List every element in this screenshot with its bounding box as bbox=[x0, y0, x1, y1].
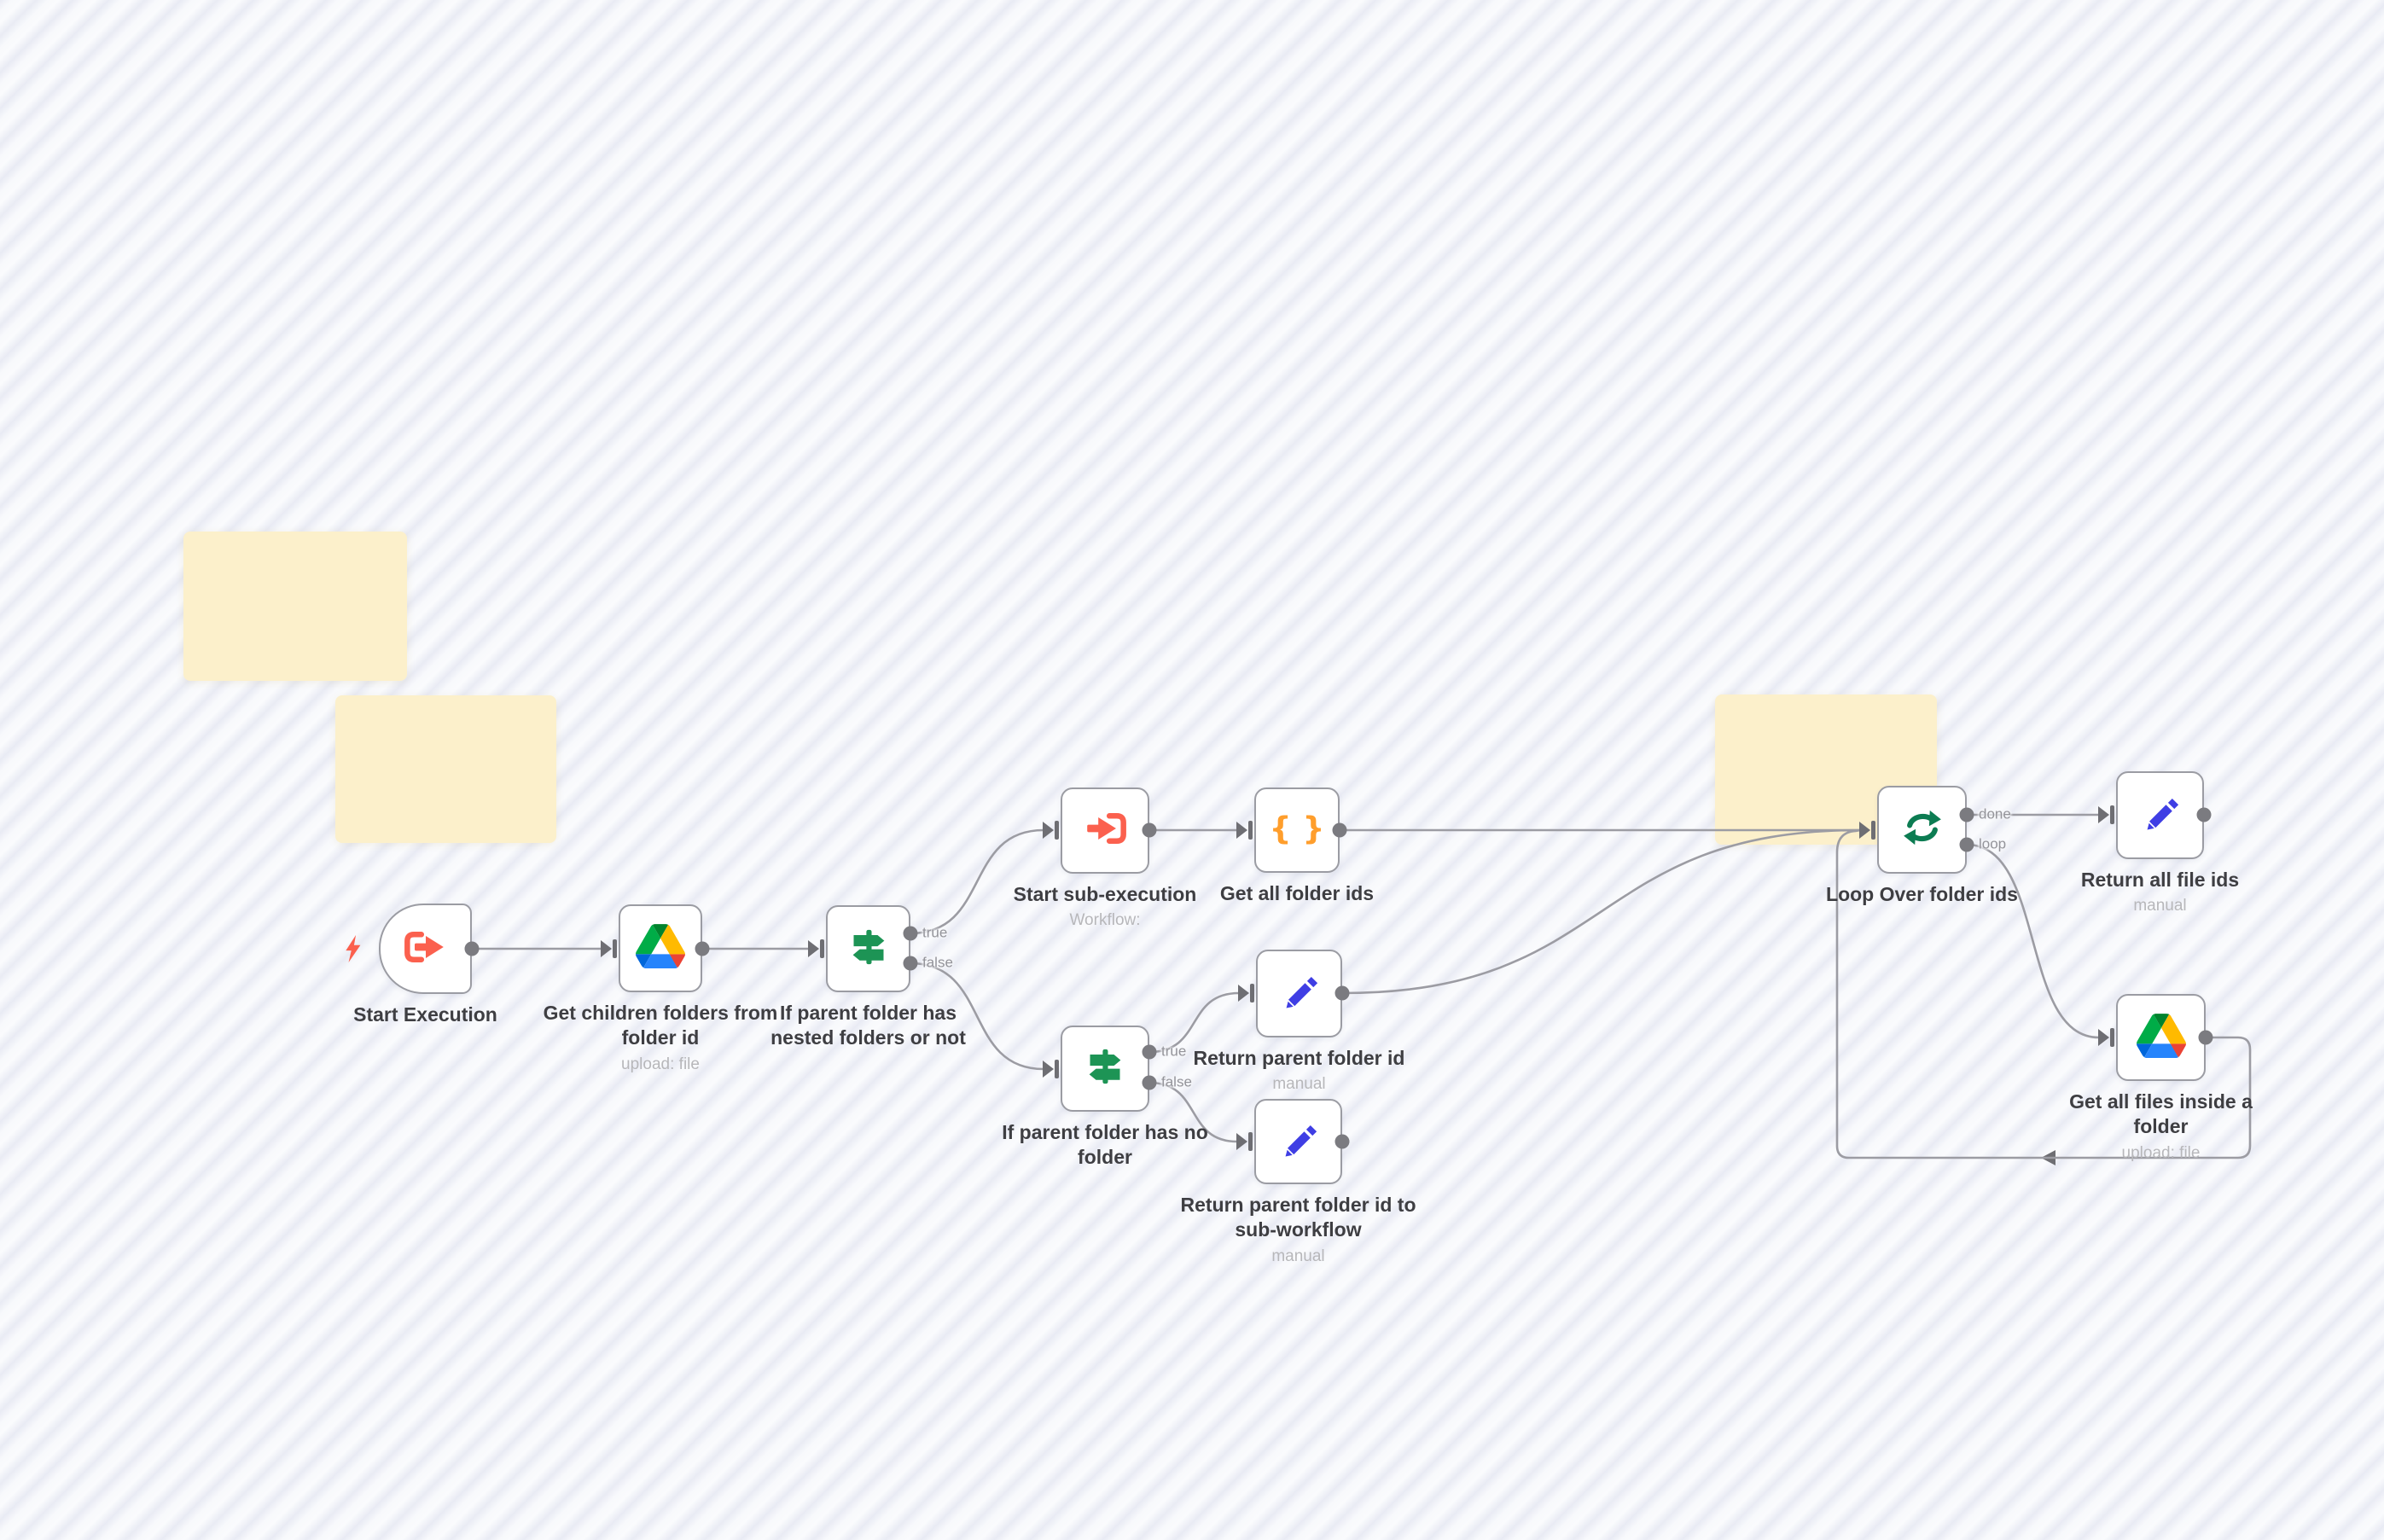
return-parent-folder-id-to-sub-workflow-input-bar[interactable] bbox=[1248, 1132, 1253, 1151]
signpost-icon bbox=[1081, 1043, 1129, 1095]
return-parent-folder-id-to-sub-workflow-output-port-0[interactable] bbox=[1334, 1134, 1350, 1149]
start-sub-execution-input-bar[interactable] bbox=[1055, 821, 1059, 840]
get-all-files-inside-a-folder-input-arrow[interactable] bbox=[2098, 1029, 2109, 1046]
get-all-folder-ids-output-port-0[interactable] bbox=[1332, 822, 1347, 838]
return-all-file-ids-output-port-0[interactable] bbox=[2196, 807, 2212, 822]
loop-over-folder-ids-output-label-loop: loop bbox=[1979, 835, 2007, 852]
if-parent-folder-has-nested-folders-or-not-input-arrow[interactable] bbox=[808, 940, 819, 957]
execute-trigger-icon bbox=[404, 930, 448, 968]
start-execution-output-port-0[interactable] bbox=[464, 941, 480, 956]
get-all-files-inside-a-folder-output-port-0[interactable] bbox=[2198, 1030, 2213, 1045]
start-sub-execution-output-port-0[interactable] bbox=[1142, 822, 1157, 838]
return-parent-folder-id-output-port-0[interactable] bbox=[1334, 985, 1350, 1001]
start-sub-execution[interactable] bbox=[1061, 787, 1149, 874]
if-parent-folder-has-nested-folders-or-not-input-bar[interactable] bbox=[820, 939, 824, 958]
google-drive-icon bbox=[636, 924, 685, 973]
signpost-icon bbox=[845, 923, 893, 975]
start-execution[interactable] bbox=[379, 904, 472, 994]
return-parent-folder-id-input-bar[interactable] bbox=[1250, 984, 1254, 1002]
get-all-folder-ids[interactable]: { } bbox=[1254, 787, 1340, 873]
if-parent-folder-has-no-folder-input-bar[interactable] bbox=[1055, 1060, 1059, 1078]
sticky-note-2[interactable] bbox=[335, 695, 556, 843]
get-children-folders-from-folder-id-input-arrow[interactable] bbox=[601, 940, 612, 957]
loop-over-folder-ids-output-port-0[interactable] bbox=[1959, 807, 1974, 822]
connection-loop-over-folder-ids-to-get-all-files-inside-a-folder[interactable] bbox=[1966, 843, 2100, 1039]
if-parent-folder-has-nested-folders-or-not-output-label-false: false bbox=[922, 954, 953, 971]
if-parent-folder-has-no-folder-input-arrow[interactable] bbox=[1043, 1061, 1054, 1078]
if-parent-folder-has-no-folder-output-port-1[interactable] bbox=[1142, 1075, 1157, 1090]
connection-return-parent-folder-id-to-loop-over-folder-ids[interactable] bbox=[1341, 828, 1861, 995]
if-parent-folder-has-nested-folders-or-not-output-port-1[interactable] bbox=[903, 956, 918, 971]
return-parent-folder-id-to-sub-workflow[interactable] bbox=[1254, 1099, 1342, 1184]
loop-over-folder-ids-input-bar[interactable] bbox=[1871, 821, 1875, 840]
sub-execution-icon bbox=[1083, 811, 1127, 850]
braces-icon: { } bbox=[1269, 805, 1324, 857]
if-parent-folder-has-no-folder-output-label-false: false bbox=[1161, 1073, 1192, 1090]
connection-if-parent-folder-has-nested-folders-or-not-to-if-parent-folder-has-no-folder[interactable] bbox=[910, 962, 1044, 1071]
get-all-files-inside-a-folder-input-bar[interactable] bbox=[2110, 1028, 2114, 1047]
start-sub-execution-input-arrow[interactable] bbox=[1043, 822, 1054, 839]
pencil-icon bbox=[1276, 1118, 1321, 1166]
get-children-folders-from-folder-id[interactable] bbox=[619, 904, 702, 992]
if-parent-folder-has-nested-folders-or-not-output-label-true: true bbox=[922, 924, 948, 941]
connection-if-parent-folder-has-nested-folders-or-not-to-start-sub-execution[interactable] bbox=[910, 828, 1044, 935]
loop-over-folder-ids-output-port-1[interactable] bbox=[1959, 837, 1974, 852]
return-parent-folder-id-to-sub-workflow-input-arrow[interactable] bbox=[1236, 1133, 1247, 1150]
if-parent-folder-has-no-folder-output-port-0[interactable] bbox=[1142, 1044, 1157, 1060]
loop-icon bbox=[1898, 804, 1946, 856]
get-all-folder-ids-input-arrow[interactable] bbox=[1236, 822, 1247, 839]
pencil-icon bbox=[2138, 791, 2183, 840]
sticky-note-1[interactable] bbox=[183, 532, 407, 681]
if-parent-folder-has-nested-folders-or-not[interactable] bbox=[826, 905, 910, 992]
get-all-folder-ids-input-bar[interactable] bbox=[1248, 821, 1253, 840]
loop-over-folder-ids[interactable] bbox=[1877, 786, 1967, 874]
connection-get-all-files-inside-a-folder-to-loop-over-folder-ids[interactable] bbox=[1835, 828, 2252, 1159]
return-all-file-ids-input-arrow[interactable] bbox=[2098, 806, 2109, 823]
loop-over-folder-ids-input-arrow[interactable] bbox=[1859, 822, 1870, 839]
google-drive-icon bbox=[2136, 1013, 2186, 1062]
if-parent-folder-has-no-folder-output-label-true: true bbox=[1161, 1043, 1187, 1060]
return-parent-folder-id[interactable] bbox=[1256, 950, 1342, 1037]
return-all-file-ids-input-bar[interactable] bbox=[2110, 805, 2114, 824]
get-children-folders-from-folder-id-output-port-0[interactable] bbox=[695, 941, 710, 956]
get-children-folders-from-folder-id-input-bar[interactable] bbox=[613, 939, 617, 958]
return-all-file-ids[interactable] bbox=[2116, 771, 2204, 859]
connection-if-parent-folder-has-no-folder-to-return-parent-folder-id-to-sub-workflow[interactable] bbox=[1148, 1081, 1238, 1143]
lightning-icon[interactable] bbox=[345, 935, 365, 967]
connection-if-parent-folder-has-no-folder-to-return-parent-folder-id[interactable] bbox=[1148, 991, 1240, 1054]
if-parent-folder-has-no-folder[interactable] bbox=[1061, 1026, 1149, 1112]
pencil-icon bbox=[1277, 969, 1322, 1018]
loop-over-folder-ids-output-label-done: done bbox=[1979, 805, 2011, 822]
if-parent-folder-has-nested-folders-or-not-output-port-0[interactable] bbox=[903, 926, 918, 941]
svg-text:{ }: { } bbox=[1273, 810, 1321, 846]
return-parent-folder-id-input-arrow[interactable] bbox=[1238, 985, 1249, 1002]
